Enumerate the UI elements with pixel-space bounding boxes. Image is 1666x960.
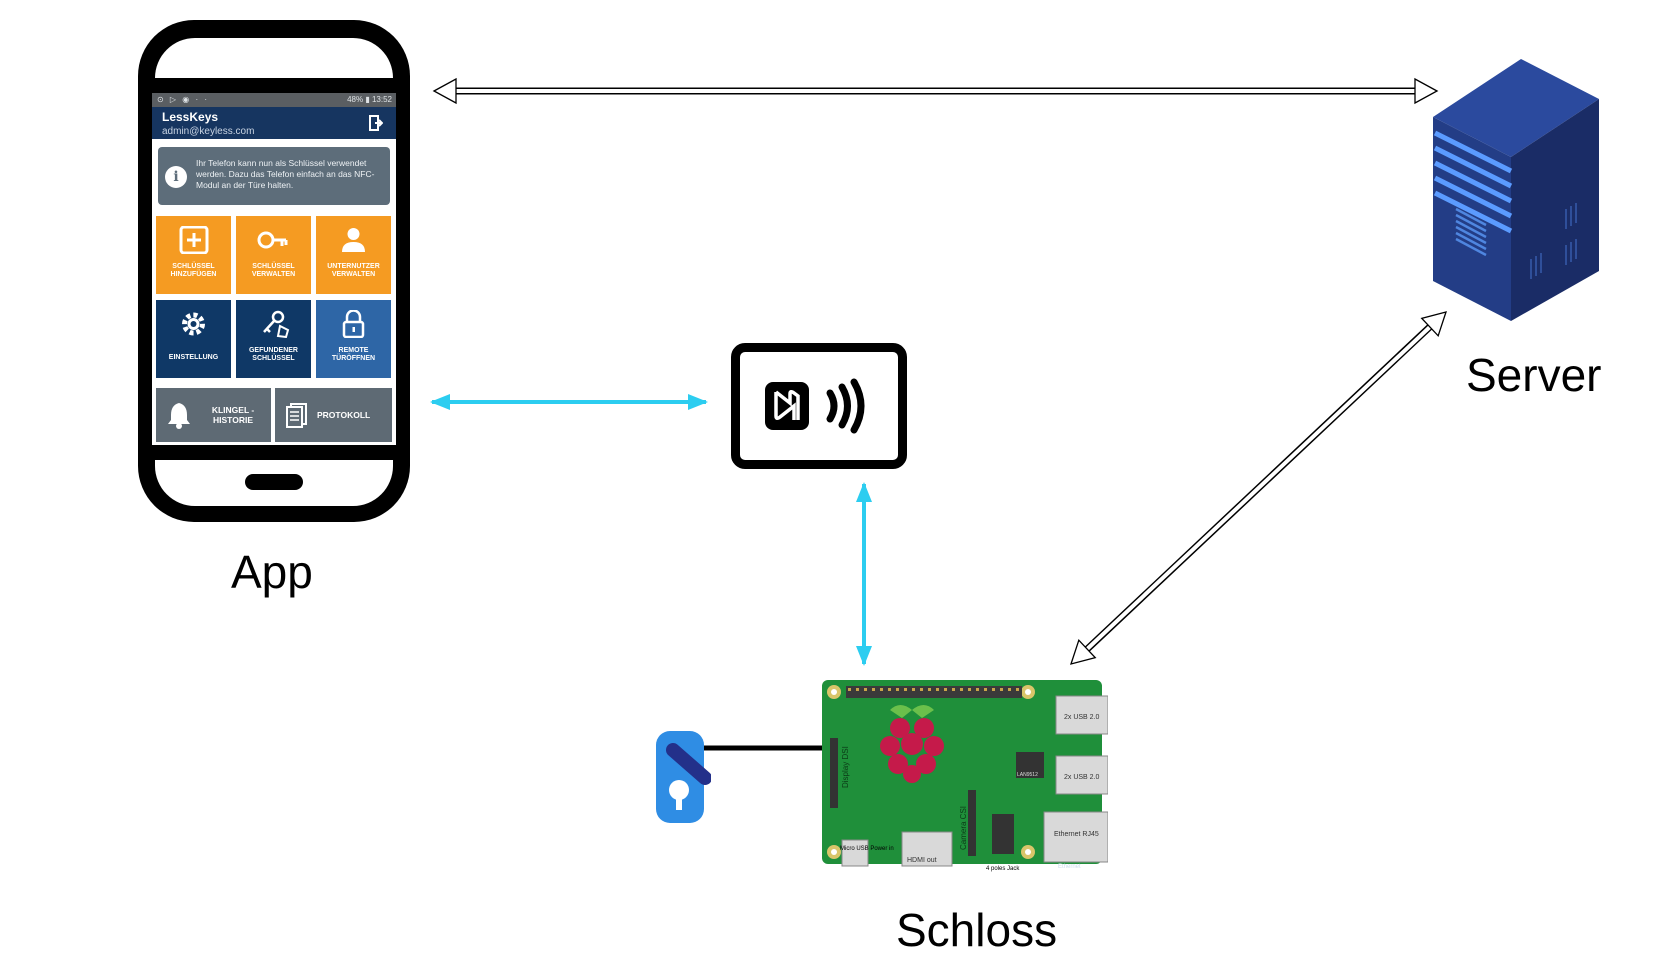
- audio-label: 4 poles Jack: [986, 866, 1020, 872]
- key-icon: [257, 231, 288, 249]
- ethernet-label: Ethernet RJ45: [1054, 831, 1099, 838]
- server-label: Server: [1466, 349, 1602, 401]
- ethernet-edge-label: Ethernet: [1058, 864, 1081, 870]
- app-header: LessKeys admin@keyless.com: [152, 107, 396, 139]
- nfc-module: [731, 343, 907, 469]
- tile-label: GEFUNDENER SCHLÜSSEL: [248, 347, 298, 362]
- plus-square-icon: [179, 226, 209, 254]
- tile-manage-keys[interactable]: SCHLÜSSEL VERWALTEN: [236, 216, 311, 294]
- phone-top-bezel: [155, 38, 393, 78]
- tile-found-key[interactable]: GEFUNDENER SCHLÜSSEL: [236, 300, 311, 378]
- bell-icon: [168, 403, 190, 429]
- nfc-icon: [765, 378, 865, 434]
- phone-home-button[interactable]: [245, 474, 303, 490]
- hdmi-label: HDMI out: [907, 857, 937, 864]
- lan-chip-label: LAN9512: [1017, 772, 1038, 778]
- tile-label: EINSTELLUNG: [168, 354, 219, 361]
- phone-server-link: [432, 77, 1439, 105]
- document-icon: [286, 403, 307, 428]
- raspberry-pi-board: 2x USB 2.0 2x USB 2.0 Ethernet RJ45 Ethe…: [822, 680, 1108, 872]
- status-icons: ⊙ ▷ ◉ · ·: [157, 95, 210, 104]
- info-icon: i: [165, 166, 187, 188]
- info-text: Ihr Telefon kann nun als Schlüssel verwe…: [196, 158, 375, 190]
- tile-add-key[interactable]: SCHLÜSSEL HINZUFÜGEN: [156, 216, 231, 294]
- status-bar: ⊙ ▷ ◉ · · 48% ▮ 13:52: [152, 93, 396, 107]
- tile-doorbell-history[interactable]: KLINGEL - HISTORIE: [156, 388, 271, 442]
- tile-label: SCHLÜSSEL HINZUFÜGEN: [170, 263, 217, 278]
- schloss-server-link: [1070, 311, 1447, 665]
- app-label: App: [231, 546, 313, 598]
- logout-icon[interactable]: [369, 115, 383, 131]
- raspberry-logo-icon: [880, 705, 944, 783]
- tile-label: KLINGEL - HISTORIE: [211, 405, 255, 425]
- tile-label: SCHLÜSSEL VERWALTEN: [251, 263, 296, 278]
- status-battery-time: 48% ▮ 13:52: [347, 95, 392, 104]
- phone-screen: ⊙ ▷ ◉ · · 48% ▮ 13:52 LessKeys admin@key…: [152, 93, 396, 445]
- tile-protocol[interactable]: PROTOKOLL: [275, 388, 392, 442]
- smart-lock-icon: [656, 731, 711, 823]
- tile-settings[interactable]: EINSTELLUNG: [156, 300, 231, 378]
- server-icon: [1433, 59, 1599, 321]
- padlock-open-icon: [342, 310, 365, 338]
- tile-remote-open[interactable]: REMOTE TÜRÖFFNEN: [316, 300, 391, 378]
- info-banner: i Ihr Telefon kann nun als Schlüssel ver…: [158, 147, 390, 205]
- micro-usb-label: Micro USB Power in: [840, 846, 894, 852]
- dsi-label: Display DSI: [841, 746, 850, 788]
- tile-label: PROTOKOLL: [317, 410, 371, 420]
- tile-label: REMOTE TÜRÖFFNEN: [331, 347, 376, 362]
- app-title: LessKeys: [162, 110, 219, 124]
- gear-icon: [182, 312, 205, 336]
- person-icon: [342, 228, 365, 252]
- tile-manage-subusers[interactable]: UNTERNUTZER VERWALTEN: [316, 216, 391, 294]
- usb-label-2: 2x USB 2.0: [1064, 774, 1100, 781]
- usb-label-1: 2x USB 2.0: [1064, 714, 1100, 721]
- schloss-label: Schloss: [896, 904, 1058, 956]
- tile-label: UNTERNUTZER VERWALTEN: [327, 263, 380, 278]
- csi-label: Camera CSI: [959, 806, 968, 850]
- account-email: admin@keyless.com: [162, 126, 255, 137]
- found-keys-icon: [263, 310, 290, 338]
